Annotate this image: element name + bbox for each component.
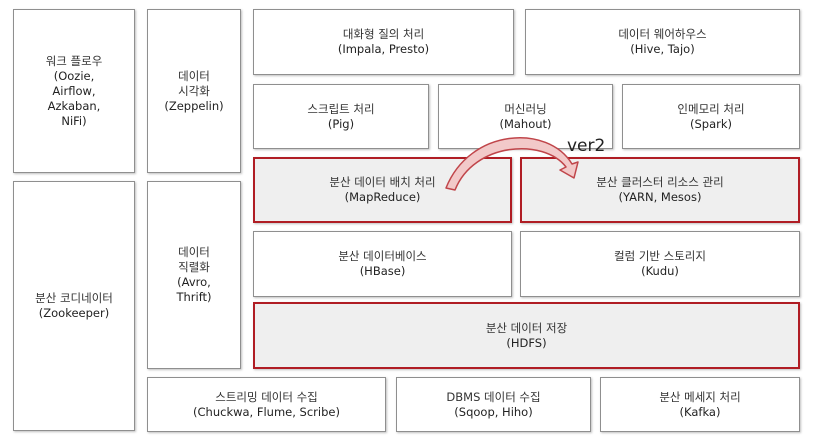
messaging-tools: (Kafka) xyxy=(679,404,721,419)
script-tools: (Pig) xyxy=(327,116,355,131)
columnar-storage-tools: (Kudu) xyxy=(641,264,679,278)
columnar-storage-box: 컬럼 기반 스토리지 (Kudu) xyxy=(520,231,800,297)
machine-learning-tools: (Mahout) xyxy=(499,116,552,131)
coordinator-box: 분산 코디네이터 (Zookeeper) xyxy=(13,181,135,431)
visualization-tools: (Zeppelin) xyxy=(164,98,224,113)
coordinator-tools: (Zookeeper) xyxy=(38,306,110,320)
workflow-box: 워크 플로우 (Oozie, Airflow, Azkaban, NiFi) xyxy=(13,9,135,173)
coordinator-title: 분산 코디네이터 xyxy=(35,291,113,305)
data-warehouse-tools: (Hive, Tajo) xyxy=(630,42,695,56)
interactive-query-box: 대화형 질의 처리 (Impala, Presto) xyxy=(253,9,514,75)
data-warehouse-title: 데이터 웨어하우스 xyxy=(618,27,707,41)
distributed-database-tools: (HBase) xyxy=(359,264,406,278)
dbms-ingest-box: DBMS 데이터 수집 (Sqoop, Hiho) xyxy=(396,377,591,432)
dbms-ingest-title: DBMS 데이터 수집 xyxy=(446,389,541,404)
streaming-ingest-tools: (Chuckwa, Flume, Scribe) xyxy=(193,404,340,419)
workflow-tools: (Oozie, Airflow, Azkaban, NiFi) xyxy=(47,68,101,128)
curved-arrow-shape xyxy=(445,137,579,191)
arrow-label: ver2 xyxy=(567,136,606,156)
batch-processing-title: 분산 데이터 배치 처리 xyxy=(329,175,436,189)
serialization-title: 데이터 직렬화 xyxy=(178,245,210,274)
resource-management-tools: (YARN, Mesos) xyxy=(618,190,702,204)
data-warehouse-box: 데이터 웨어하우스 (Hive, Tajo) xyxy=(525,9,800,75)
workflow-title: 워크 플로우 xyxy=(45,53,103,68)
streaming-ingest-title: 스트리밍 데이터 수집 xyxy=(215,389,318,404)
distributed-database-box: 분산 데이터베이스 (HBase) xyxy=(253,231,512,297)
in-memory-box: 인메모리 처리 (Spark) xyxy=(622,84,800,149)
dbms-ingest-tools: (Sqoop, Hiho) xyxy=(454,404,533,419)
visualization-title: 데이터 시각화 xyxy=(178,68,210,98)
resource-management-title: 분산 클러스터 리소스 관리 xyxy=(596,175,724,189)
streaming-ingest-box: 스트리밍 데이터 수집 (Chuckwa, Flume, Scribe) xyxy=(147,377,386,432)
script-box: 스크립트 처리 (Pig) xyxy=(253,84,429,149)
messaging-title: 분산 메세지 처리 xyxy=(659,389,741,404)
machine-learning-box: 머신러닝 (Mahout) xyxy=(438,84,613,149)
in-memory-tools: (Spark) xyxy=(689,116,732,131)
script-title: 스크립트 처리 xyxy=(307,101,375,116)
interactive-query-title: 대화형 질의 처리 xyxy=(342,27,425,41)
in-memory-title: 인메모리 처리 xyxy=(677,101,745,116)
messaging-box: 분산 메세지 처리 (Kafka) xyxy=(600,377,800,432)
distributed-storage-box: 분산 데이터 저장 (HDFS) xyxy=(253,302,800,369)
serialization-tools: (Avro, Thrift) xyxy=(176,275,212,304)
visualization-box: 데이터 시각화 (Zeppelin) xyxy=(147,9,241,173)
distributed-storage-tools: (HDFS) xyxy=(506,335,547,350)
distributed-storage-title: 분산 데이터 저장 xyxy=(485,320,568,335)
columnar-storage-title: 컬럼 기반 스토리지 xyxy=(614,249,706,263)
interactive-query-tools: (Impala, Presto) xyxy=(337,42,430,56)
machine-learning-title: 머신러닝 xyxy=(504,101,547,116)
distributed-database-title: 분산 데이터베이스 xyxy=(338,249,427,263)
batch-processing-tools: (MapReduce) xyxy=(344,190,421,204)
serialization-box: 데이터 직렬화 (Avro, Thrift) xyxy=(147,181,241,369)
